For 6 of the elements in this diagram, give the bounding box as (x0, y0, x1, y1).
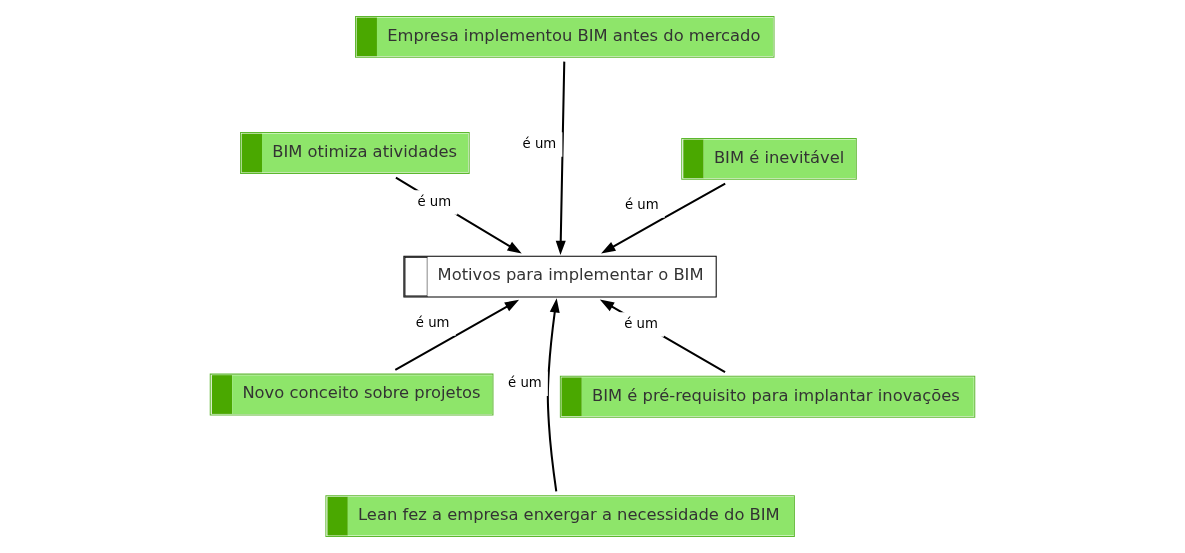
edge-label: é um (417, 193, 452, 209)
edge-label: é um (624, 196, 659, 212)
edge-label: é um (415, 314, 450, 330)
edge-label: é um (508, 375, 542, 391)
edge-label: é um (522, 135, 557, 151)
edge-label: é um (624, 316, 658, 331)
